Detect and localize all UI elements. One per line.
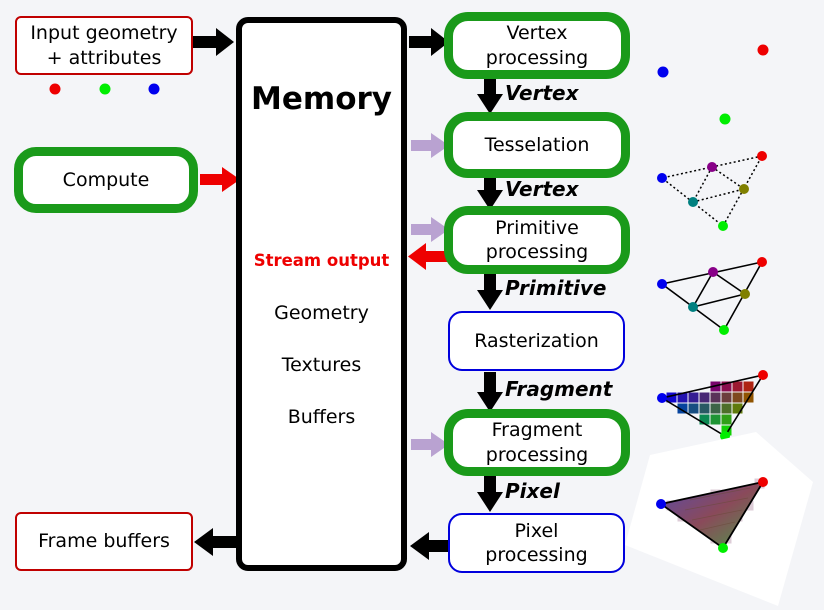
- illustration-vertices: [657, 44, 769, 125]
- compute-box: Compute: [14, 147, 198, 213]
- attribute-dot-blue: [148, 83, 160, 95]
- flow-label-primitive: Primitive: [505, 276, 607, 300]
- fragment-cell: [710, 414, 721, 425]
- fragment-cell: [721, 414, 732, 425]
- fragment-cell: [699, 414, 710, 425]
- fragment-cell: [688, 403, 699, 414]
- tesselation-label: Tesselation: [484, 133, 590, 156]
- fragment-cell: [721, 425, 732, 436]
- tesselation-stage: Tesselation: [444, 112, 630, 178]
- arrow-fragment-to-pixel: [477, 472, 503, 512]
- fragment-processing-label: Fragment processing: [485, 419, 589, 466]
- attribute-dots: [49, 83, 160, 95]
- fragment-cell: [721, 403, 732, 414]
- arrow-rasterization-to-fragment: [477, 372, 503, 412]
- memory-item-buffers: Buffers: [287, 406, 356, 428]
- fragment-cell: [721, 381, 732, 392]
- arrow-input-to-memory: [192, 28, 234, 56]
- arrow-memory-to-frame-buffers: [194, 528, 236, 556]
- pixel-processing-stage: Pixel processing: [448, 513, 625, 573]
- flow-label-vertex-2: Vertex: [505, 177, 579, 201]
- compute-label: Compute: [62, 168, 150, 191]
- illustration-fragments: [657, 370, 768, 441]
- illustration-primitives: [657, 257, 767, 335]
- arrow-compute-to-memory: [200, 167, 240, 192]
- fragment-cell: [721, 392, 732, 403]
- arrow-memory-to-primitive: [411, 217, 449, 242]
- vertex-processing-stage: Vertex processing: [444, 12, 630, 79]
- memory-block: Memory Stream output Geometry Textures B…: [236, 17, 407, 571]
- arrows: [192, 28, 503, 560]
- primitive-processing-label: Primitive processing: [485, 216, 589, 263]
- fragment-cell: [699, 403, 710, 414]
- arrow-memory-to-vertex: [409, 28, 449, 56]
- rasterization-label: Rasterization: [474, 329, 599, 352]
- fragment-cell: [666, 392, 677, 403]
- fragment-cell: [732, 392, 743, 403]
- illustration-pixels: [625, 432, 813, 606]
- rasterization-stage: Rasterization: [448, 311, 625, 371]
- arrow-vertex-to-tesselation: [477, 74, 503, 114]
- fragment-cell: [732, 381, 743, 392]
- frame-buffers-label: Frame buffers: [38, 530, 170, 553]
- memory-title: Memory: [251, 81, 392, 117]
- fragment-cell: [699, 392, 710, 403]
- arrow-pixel-to-memory: [410, 532, 450, 560]
- attribute-dot-green: [99, 83, 111, 95]
- fragment-processing-stage: Fragment processing: [444, 409, 630, 476]
- primitive-processing-stage: Primitive processing: [444, 206, 630, 274]
- fragment-cell: [710, 392, 721, 403]
- flow-label-vertex-1: Vertex: [505, 81, 579, 105]
- fragment-cell: [710, 403, 721, 414]
- arrow-primitive-to-stream-output: [408, 243, 448, 270]
- flow-label-pixel: Pixel: [505, 479, 560, 503]
- illustration-tesselation: [657, 151, 767, 231]
- arrow-memory-to-fragment: [411, 432, 449, 457]
- pixel-processing-label: Pixel processing: [485, 519, 588, 566]
- fragment-cell: [688, 392, 699, 403]
- frame-buffers-box: Frame buffers: [15, 512, 193, 571]
- arrow-primitive-to-rasterization: [477, 270, 503, 310]
- fragment-cell: [732, 403, 743, 414]
- fragment-cell: [677, 403, 688, 414]
- stream-output-label: Stream output: [253, 251, 390, 270]
- flow-label-fragment: Fragment: [505, 377, 613, 401]
- input-geometry-label: Input geometry + attributes: [30, 22, 178, 69]
- vertex-processing-label: Vertex processing: [485, 22, 589, 69]
- fragment-cell: [677, 392, 688, 403]
- arrow-memory-to-tesselation: [411, 133, 449, 158]
- attribute-dot-red: [49, 83, 61, 95]
- fragment-cell: [743, 381, 754, 392]
- memory-item-geometry: Geometry: [274, 302, 369, 324]
- arrow-tesselation-to-primitive: [477, 174, 503, 210]
- memory-item-textures: Textures: [281, 354, 362, 376]
- input-geometry-box: Input geometry + attributes: [15, 16, 193, 75]
